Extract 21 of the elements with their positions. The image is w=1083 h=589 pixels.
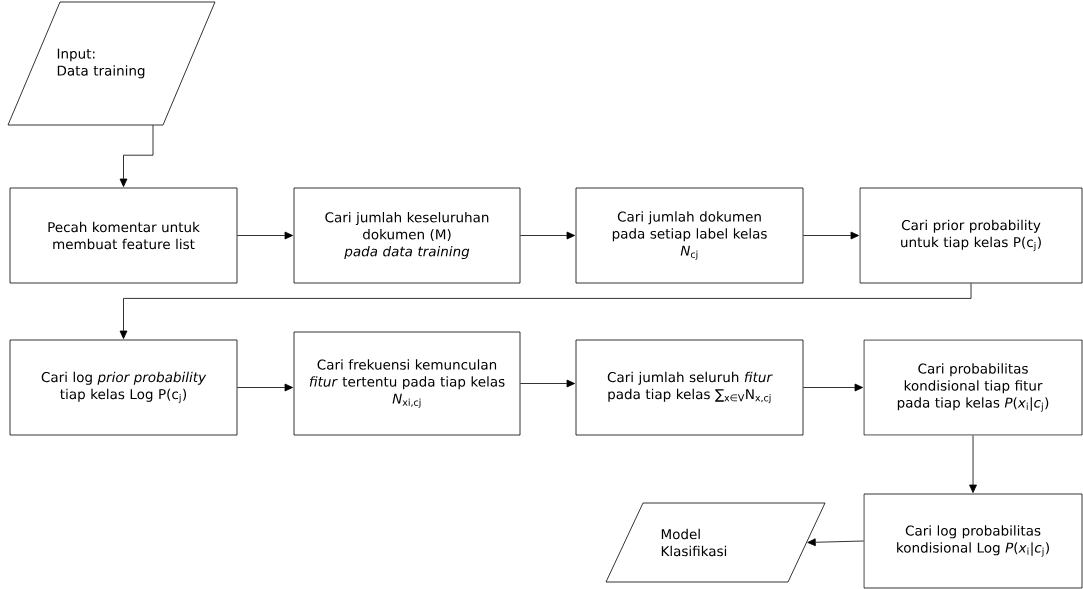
process-box: Cari log prior probability tiap kelas Log P(c$_{j}$) (9, 339, 238, 436)
process-box: Cari jumlah seluruh fitur pada tiap kelas ∑$_{x∈V}$N$_{x,cj}$ (575, 339, 804, 436)
process-box: Cari prior probability untuk tiap kelas P(c$_{j}$) (859, 187, 1083, 284)
arrow (119, 124, 154, 187)
process-box: Cari frekuensi kemunculan fitur tertentu pada tiap kelas N$_{xi,cj}$ (293, 331, 521, 436)
arrow (803, 383, 864, 392)
arrow (119, 283, 972, 339)
arrow (237, 231, 293, 240)
arrow (237, 383, 293, 392)
process-box: Pecah komentar untuk membuat feature list (9, 187, 238, 284)
process-box: Cari probabilitas kondisional tiap fitur pada tiap kelas P(x$_{i}$|c$_{j}$) (863, 339, 1083, 436)
arrow (807, 538, 864, 547)
process-box: Cari log probabilitas kondisional Log P(x$_{i}$|c$_{j}$) (863, 493, 1083, 589)
data-parallelogram: Model Klasifikasi (605, 502, 826, 583)
process-box: Cari jumlah keseluruhan dokumen (M) pada data training (293, 187, 521, 284)
arrow (520, 379, 576, 388)
arrow (520, 231, 576, 240)
arrow (969, 435, 977, 493)
process-box: Cari jumlah dokumen pada setiap label kelas N$_{cj}$ (575, 187, 804, 284)
arrow (803, 231, 860, 240)
data-parallelogram: Input: Data training (7, 1, 216, 126)
